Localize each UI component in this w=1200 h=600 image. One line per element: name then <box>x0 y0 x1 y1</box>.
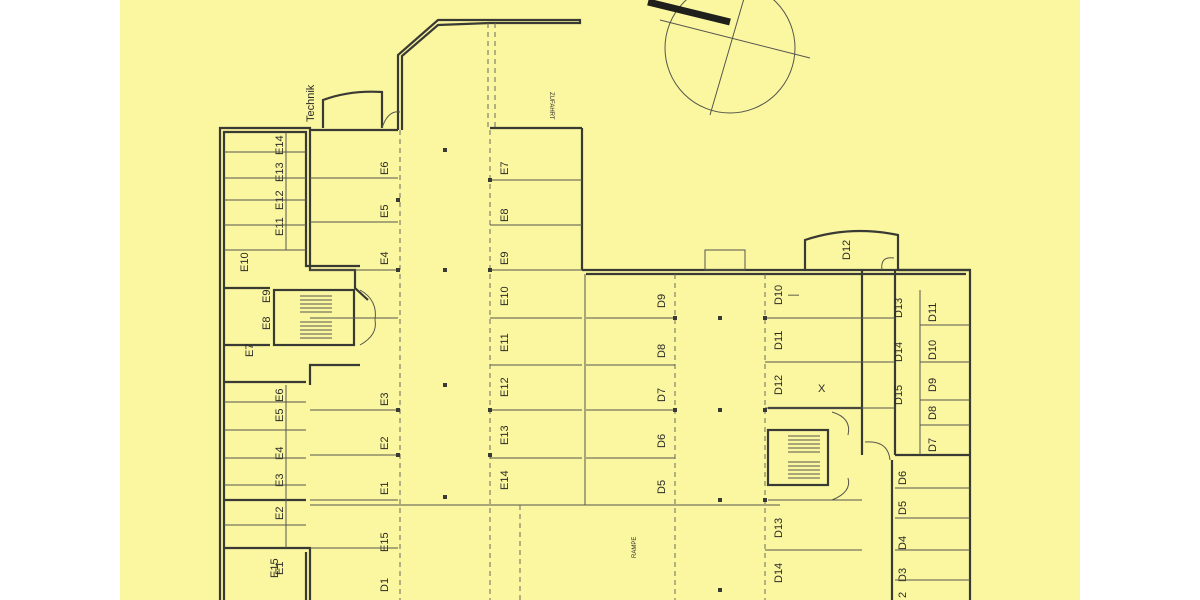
stall-label: E3 <box>379 393 391 406</box>
stall-label: E7 <box>244 344 256 357</box>
mark-dash: — <box>788 289 799 301</box>
column <box>718 408 722 412</box>
stall-label: E4 <box>274 447 286 460</box>
stall-label: D5 <box>897 501 909 515</box>
column <box>488 178 492 182</box>
column <box>396 268 400 272</box>
stall-label: E9 <box>499 252 511 265</box>
column <box>763 498 767 502</box>
stall-label: D9 <box>656 294 668 308</box>
stall-label: E7 <box>499 162 511 175</box>
stall-label: D4 <box>897 536 909 550</box>
parking-stalls: E14E13E12E11E10E9E8E7E6E5E4E3E2E1E15E6E5… <box>224 132 970 598</box>
stall-label: E13 <box>274 162 286 182</box>
stall-label: E11 <box>499 333 511 352</box>
column <box>763 408 767 412</box>
stall-label: D14 <box>773 563 785 583</box>
stall-label: D11 <box>927 303 939 322</box>
north-arrow-pointer <box>647 0 731 26</box>
column <box>396 198 400 202</box>
label-technik: Technik <box>305 84 317 122</box>
stall-label: E15 <box>379 532 391 552</box>
stall-label: E11 <box>274 217 286 236</box>
stall-label: D13 <box>773 518 785 538</box>
column <box>488 408 492 412</box>
stall-label: D12 <box>773 375 785 395</box>
stall-label: E2 <box>379 437 391 450</box>
stall-label: D8 <box>656 344 668 358</box>
column <box>443 148 447 152</box>
structural-columns <box>396 148 767 592</box>
stall-label: D1 <box>379 578 391 592</box>
stall-label: D3 <box>897 568 909 582</box>
stall-label: 2 <box>897 592 909 598</box>
parking-garage-floor-plan: Technik ZUFAHRT <box>120 0 1080 600</box>
north-arrow <box>647 0 811 116</box>
stall-label: D13 <box>893 298 905 318</box>
stall-label: E2 <box>274 507 286 520</box>
stall-label: E8 <box>499 209 511 222</box>
column <box>443 495 447 499</box>
column <box>396 408 400 412</box>
stall-label: D6 <box>656 434 668 448</box>
entrance-driveway <box>321 18 582 130</box>
label-zufahrt: ZUFAHRT <box>548 92 554 120</box>
column <box>673 316 677 320</box>
column <box>673 408 677 412</box>
column <box>718 498 722 502</box>
stall-label: E5 <box>274 409 286 422</box>
column <box>443 383 447 387</box>
stall-label: E14 <box>499 470 511 490</box>
column <box>718 316 722 320</box>
stall-label: D7 <box>927 438 939 452</box>
stall-label: E4 <box>379 252 391 265</box>
stall-label: E9 <box>261 290 273 303</box>
stall-label: E6 <box>274 389 286 402</box>
stall-label: D12 <box>841 240 853 260</box>
column <box>763 316 767 320</box>
column <box>488 268 492 272</box>
stall-label: D8 <box>927 406 939 420</box>
stall-label: D15 <box>893 385 905 405</box>
stall-label: D10 <box>927 340 939 360</box>
stall-label: E12 <box>499 377 511 397</box>
stall-label: E10 <box>499 286 511 306</box>
stall-label: D6 <box>897 471 909 485</box>
stall-label: E5 <box>379 205 391 218</box>
stall-label: D7 <box>656 388 668 402</box>
stall-label: D11 <box>773 331 785 350</box>
stall-label: E15 <box>269 558 281 578</box>
stall-label: E10 <box>239 252 251 272</box>
staircase-right <box>766 411 891 501</box>
floor-plan-sheet: Technik ZUFAHRT <box>120 0 1080 600</box>
stall-label: E14 <box>274 135 286 155</box>
column <box>396 453 400 457</box>
stall-label: E6 <box>379 162 391 175</box>
stall-label: D14 <box>893 342 905 362</box>
column <box>443 268 447 272</box>
stall-label: D10 <box>773 285 785 305</box>
stall-label: E13 <box>499 425 511 445</box>
stall-label: D9 <box>927 378 939 392</box>
mark-cross: X <box>818 383 826 395</box>
stall-label: E1 <box>274 562 286 575</box>
label-rampe: RAMPE <box>632 537 638 558</box>
stall-label: E3 <box>274 474 286 487</box>
stall-label: E8 <box>261 317 273 330</box>
stall-label: E1 <box>379 482 391 495</box>
column <box>718 588 722 592</box>
stall-label: D5 <box>656 480 668 494</box>
column <box>488 453 492 457</box>
